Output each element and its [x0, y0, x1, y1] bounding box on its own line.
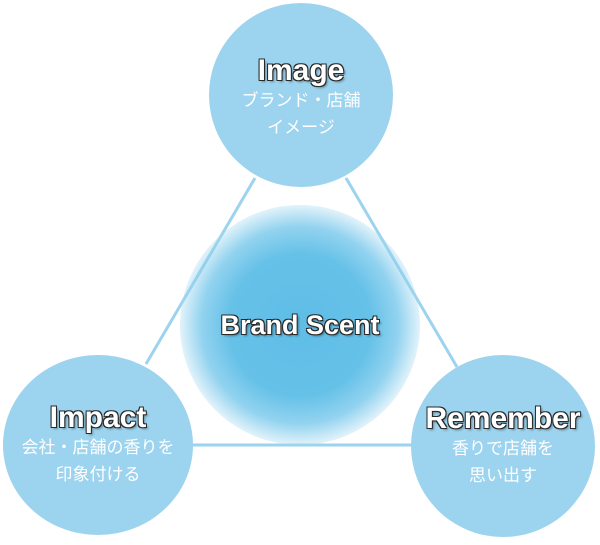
impact-node-line2: 印象付ける — [55, 465, 141, 485]
image-node-line1: ブランド・店舗 — [241, 91, 361, 111]
image-node: Image ブランド・店舗 イメージ — [209, 3, 393, 187]
remember-node: Remember 香りで店舗を 思い出す — [411, 355, 595, 537]
remember-node-line1: 香りで店舗を — [452, 439, 554, 459]
impact-node-line1: 会社・店舗の香りを — [21, 438, 175, 458]
remember-node-line2: 思い出す — [469, 466, 537, 486]
image-node-title: Image — [257, 54, 345, 87]
image-node-line2: イメージ — [267, 118, 335, 138]
impact-node-title: Impact — [49, 401, 147, 434]
center-glow — [180, 205, 420, 445]
impact-node: Impact 会社・店舗の香りを 印象付ける — [3, 355, 193, 535]
center-title: Brand Scent — [220, 310, 380, 340]
remember-node-title: Remember — [425, 402, 581, 435]
